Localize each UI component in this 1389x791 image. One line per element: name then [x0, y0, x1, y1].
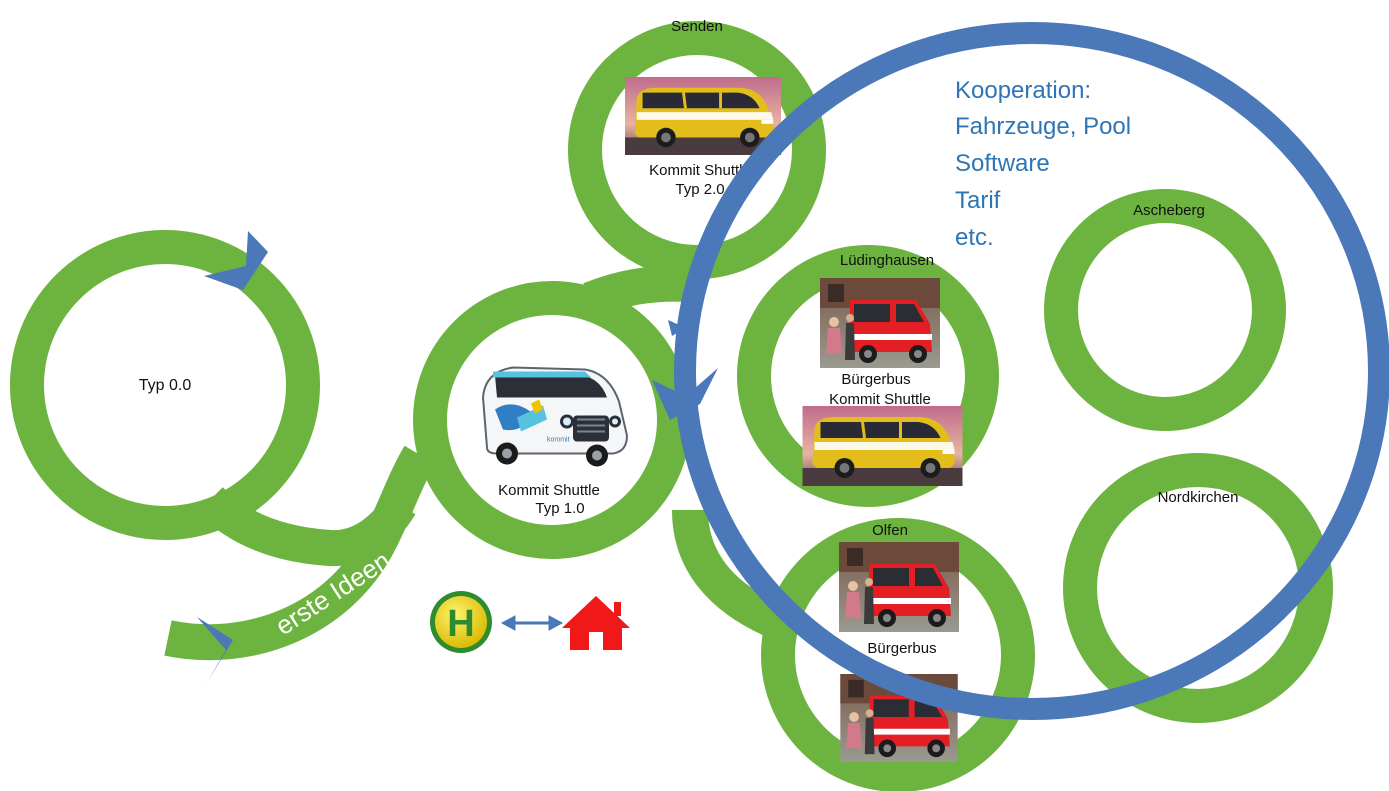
- cooperation-ring: [674, 22, 1389, 720]
- arrow-typ0-icon: [204, 231, 268, 290]
- typ1-line1: Kommit Shuttle: [498, 482, 600, 499]
- cooperation-line-3: Software: [955, 150, 1050, 177]
- senden-line2: Typ 2.0: [675, 181, 724, 198]
- cooperation-line-2: Fahrzeuge, Pool: [955, 113, 1131, 140]
- luedinghausen-bus-image: [820, 278, 940, 368]
- luedinghausen-van-image: [800, 406, 965, 486]
- ring-ascheberg: [1044, 189, 1286, 431]
- cooperation-line-1: Kooperation:: [955, 77, 1091, 104]
- olfen-bus-image-top: [839, 542, 959, 632]
- luedinghausen-line2: Kommit Shuttle: [829, 391, 931, 408]
- luedinghausen-title: Lüdinghausen: [840, 252, 934, 269]
- cooperation-text: Kooperation: Fahrzeuge, Pool Software Ta…: [955, 77, 1131, 251]
- arrow-typ1-icon: [652, 368, 718, 420]
- cooperation-line-5: etc.: [955, 224, 994, 251]
- senden-title: Senden: [671, 18, 723, 35]
- ring-luedinghausen: [737, 245, 999, 507]
- luedinghausen-line1: Bürgerbus: [841, 371, 910, 388]
- nordkirchen-title: Nordkirchen: [1158, 489, 1239, 506]
- ascheberg-title: Ascheberg: [1133, 202, 1205, 219]
- bus-stop-letter: H: [447, 603, 474, 645]
- stage-rings: [10, 21, 1333, 791]
- bus-stop-icon: H: [430, 591, 492, 653]
- ring-typ1: [413, 281, 691, 559]
- olfen-line1: Bürgerbus: [867, 640, 936, 657]
- ring-nordkirchen: [1063, 453, 1333, 723]
- double-arrow-icon: [500, 615, 564, 631]
- home-icon: [562, 596, 630, 650]
- cooperation-line-4: Tarif: [955, 187, 1001, 214]
- ring-typ0: [10, 230, 320, 540]
- arrow-entry-icon: [197, 617, 233, 684]
- connector-olfen: [672, 509, 792, 642]
- taxi-van-image: [473, 356, 633, 469]
- senden-line1: Kommit Shuttle: [649, 162, 751, 179]
- typ0-label: Typ 0.0: [139, 377, 192, 394]
- typ1-line2: Typ 1.0: [535, 500, 584, 517]
- senden-van-image: [623, 77, 783, 155]
- olfen-title: Olfen: [872, 522, 908, 539]
- ring-olfen: [761, 518, 1035, 791]
